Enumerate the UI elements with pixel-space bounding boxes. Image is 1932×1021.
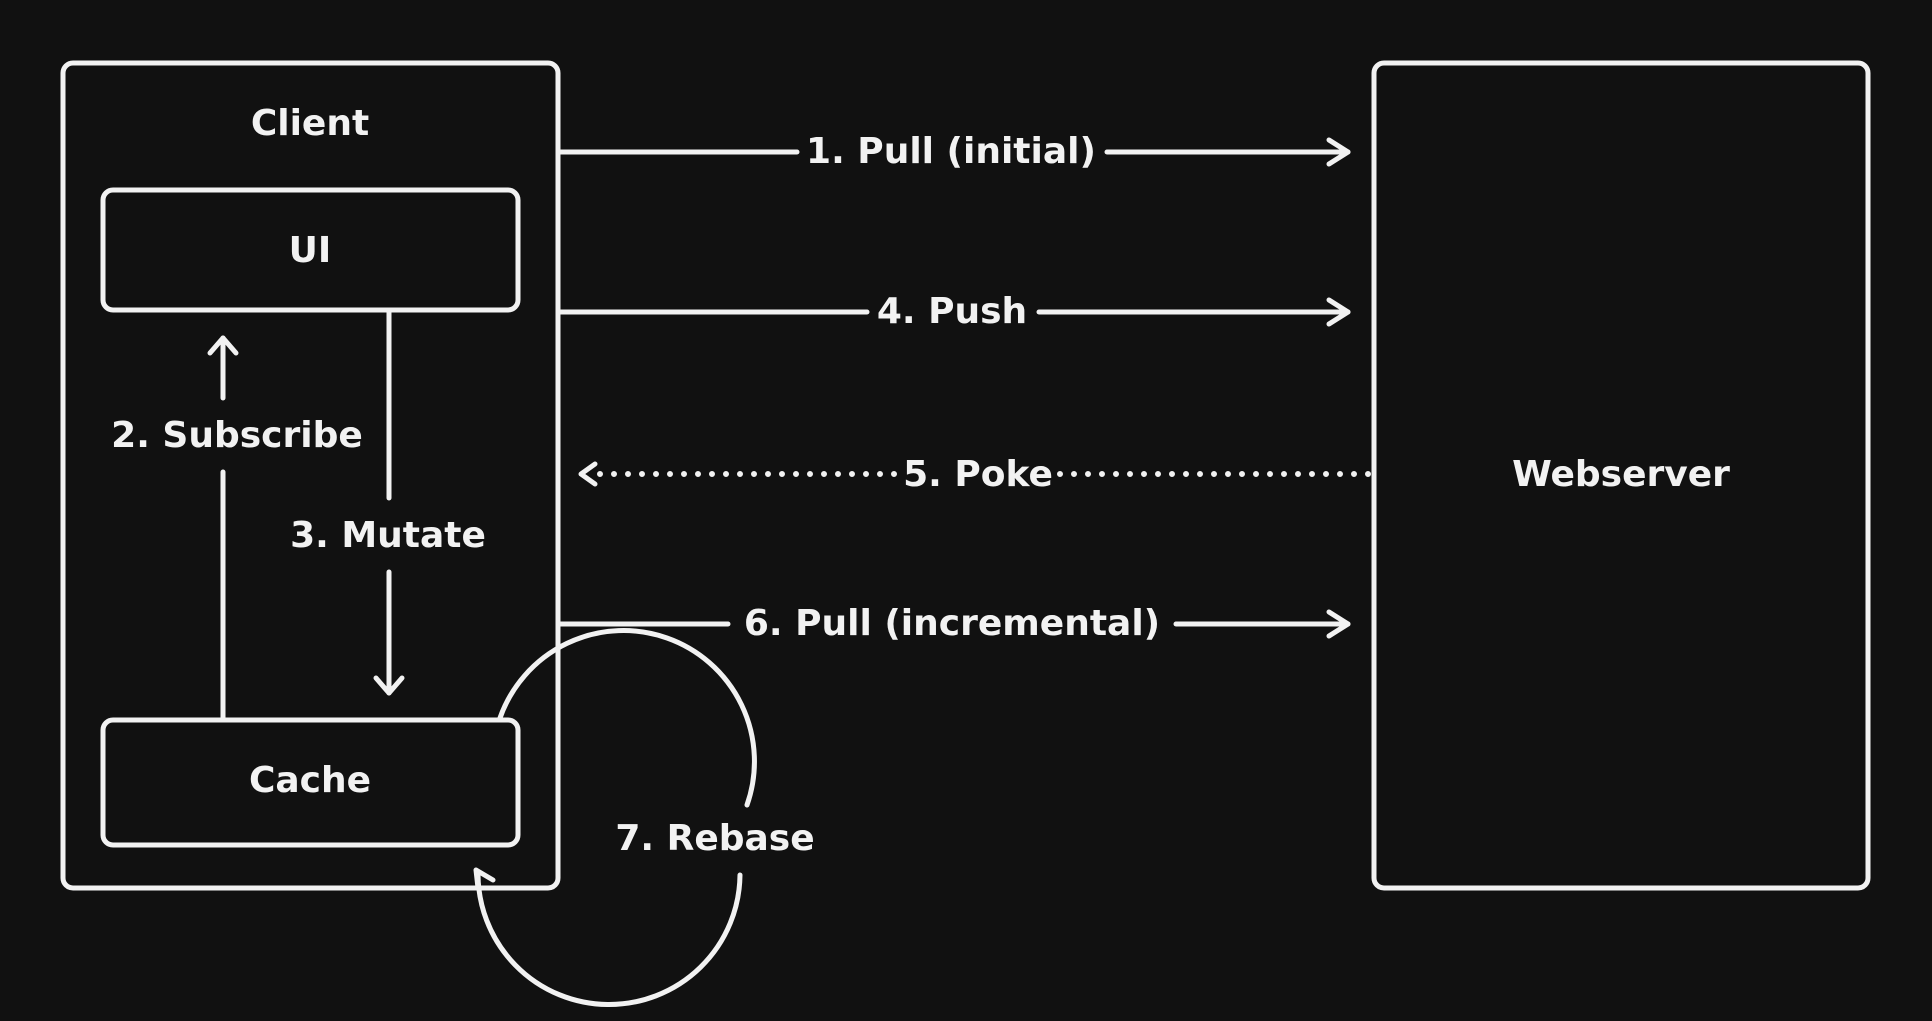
rebase-arc-upper xyxy=(497,628,757,808)
poke-arrowhead-icon xyxy=(578,461,598,487)
webserver-label: Webserver xyxy=(1512,454,1730,495)
client-label: Client xyxy=(251,103,369,144)
webserver-box[interactable] xyxy=(1371,60,1871,891)
mutate-arrowhead-icon xyxy=(373,675,405,696)
edge-subscribe: 2. Subscribe xyxy=(111,335,363,721)
pull-initial-label: 1. Pull (initial) xyxy=(806,131,1096,172)
edge-poke: 5. Poke xyxy=(578,454,1375,495)
ui-label: UI xyxy=(289,230,332,271)
edge-pull-initial: 1. Pull (initial) xyxy=(557,131,1351,172)
pull-incremental-label: 6. Pull (incremental) xyxy=(744,603,1160,644)
push-arrowhead-icon xyxy=(1326,297,1351,327)
edge-pull-incremental: 6. Pull (incremental) xyxy=(557,603,1351,644)
subscribe-arrowhead-icon xyxy=(207,335,239,356)
push-label: 4. Push xyxy=(877,291,1027,332)
pull-initial-arrowhead-icon xyxy=(1326,137,1351,167)
rebase-arrowhead-icon xyxy=(473,867,496,891)
subscribe-label: 2. Subscribe xyxy=(111,415,363,456)
edge-mutate: 3. Mutate xyxy=(290,309,486,696)
mutate-label: 3. Mutate xyxy=(290,515,486,556)
cache-box[interactable] xyxy=(100,717,521,848)
edge-rebase: 7. Rebase xyxy=(473,628,815,1007)
rebase-label: 7. Rebase xyxy=(615,818,814,859)
rebase-arc-lower xyxy=(475,869,743,1007)
poke-label: 5. Poke xyxy=(903,454,1053,495)
ui-box[interactable] xyxy=(100,187,521,313)
edge-push: 4. Push xyxy=(557,291,1351,332)
cache-label: Cache xyxy=(249,760,371,801)
pull-incremental-arrowhead-icon xyxy=(1326,609,1351,639)
